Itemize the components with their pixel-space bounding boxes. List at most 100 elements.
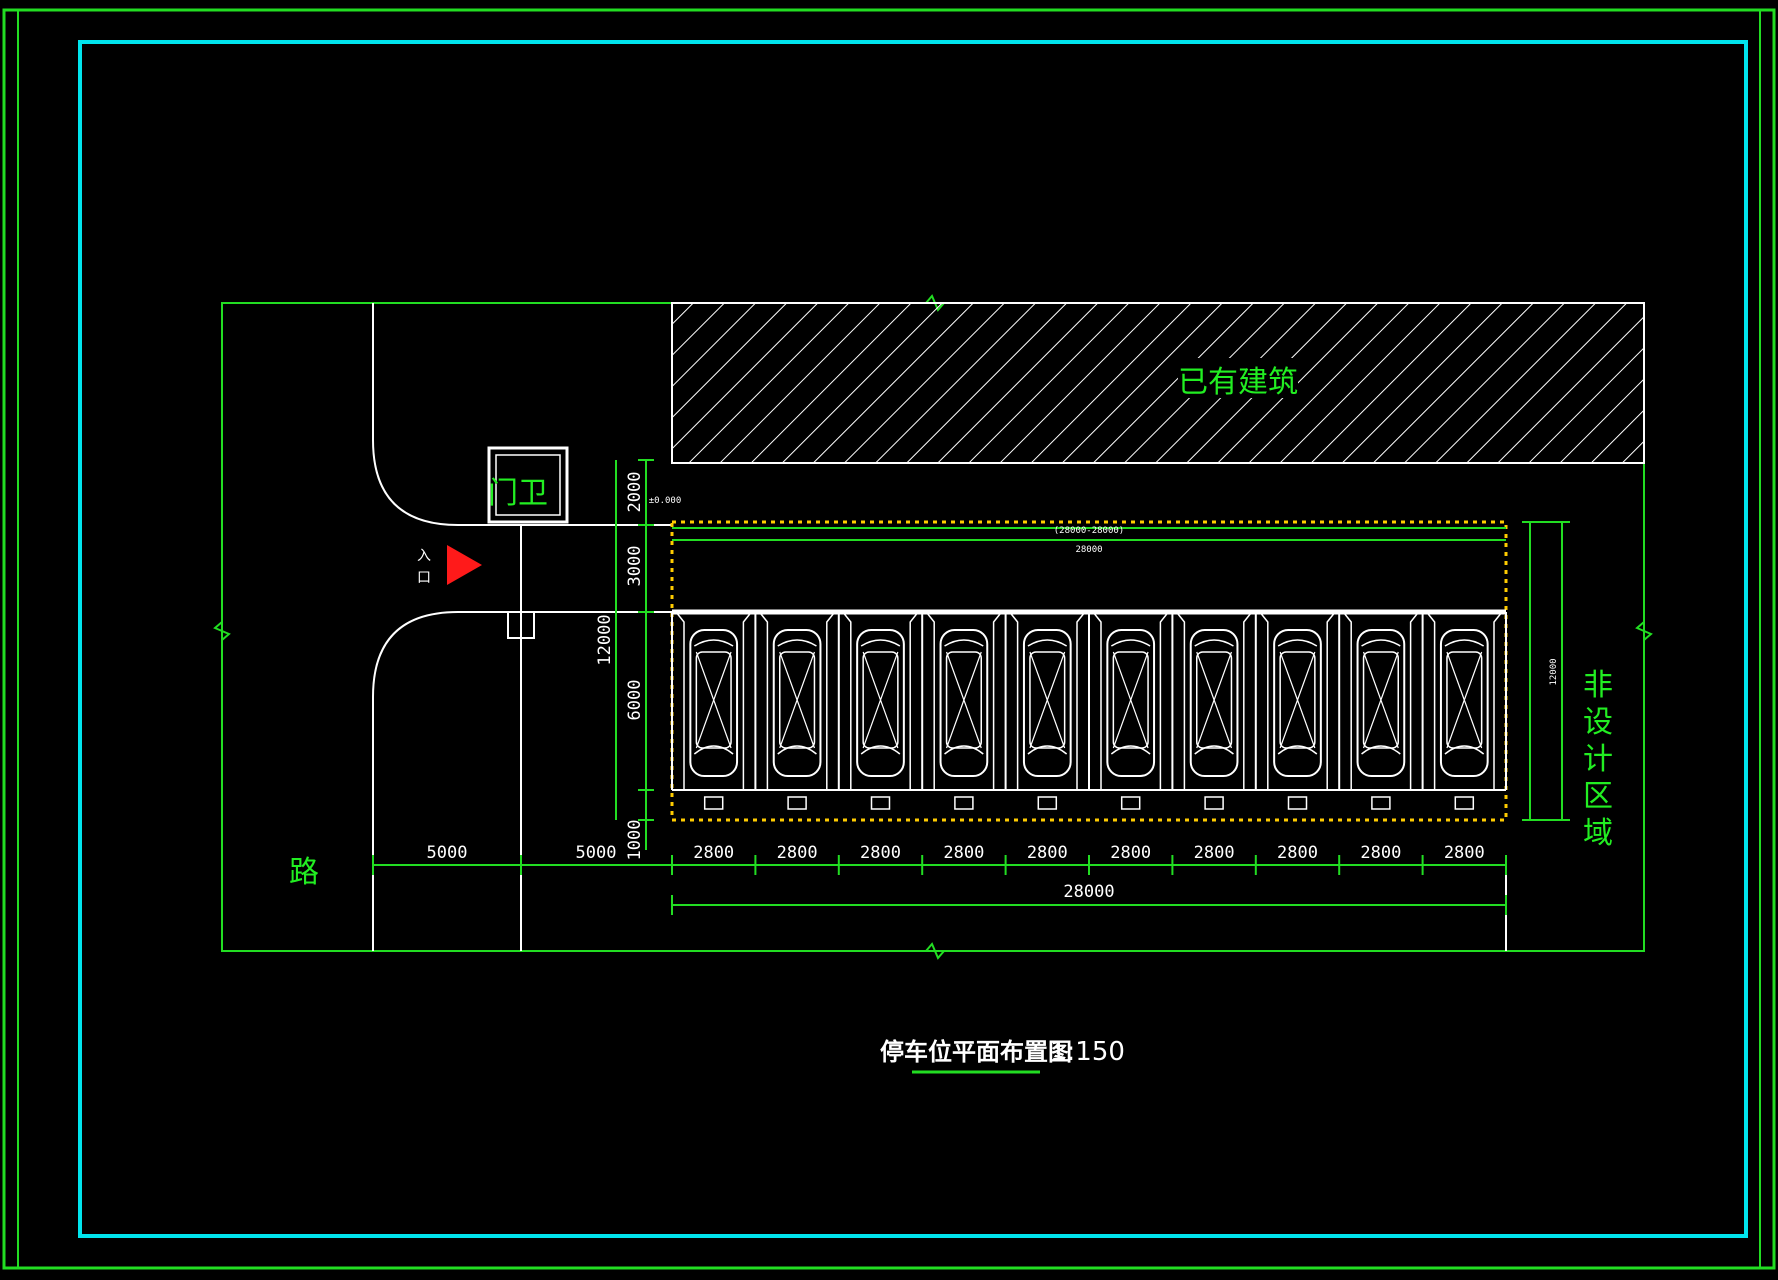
bay-control-box (1120, 796, 1141, 810)
dimensions (373, 460, 1563, 906)
bay-support (992, 611, 1003, 790)
parking-bay (1254, 611, 1336, 810)
bay-control-box (1454, 796, 1475, 810)
bay-support (1243, 611, 1253, 790)
title-block: 停车位平面布置图 1:150 (880, 1037, 1125, 1074)
bay-support (1092, 611, 1102, 790)
bay-support (758, 611, 769, 790)
bay-support (1326, 611, 1336, 790)
parking-bay (1004, 611, 1086, 810)
existing-building-label: 已有建筑 (1178, 365, 1298, 400)
drawing-scale: 1:150 (1050, 1037, 1125, 1067)
guard-house-label: 门卫 (488, 476, 548, 511)
entrance: 入 口 (417, 545, 482, 586)
dim-bay-width: 2800 (777, 843, 818, 863)
car-icon (1022, 629, 1072, 777)
parking-bay (1421, 611, 1503, 810)
road-edge-top (372, 303, 672, 526)
entrance-arrow-icon (447, 545, 482, 585)
dim-bay-width: 2800 (1110, 843, 1151, 863)
dim-bay-width: 2800 (1360, 843, 1401, 863)
parking-bay (837, 611, 919, 810)
inner-frame (78, 40, 1748, 1238)
svg-text:域: 域 (1583, 816, 1613, 851)
dim-top-detail: (28000-28000) (1054, 526, 1124, 536)
bay-control-box (954, 796, 974, 810)
car-icon (772, 629, 822, 777)
parking-bays (671, 609, 1507, 810)
drawing-title: 停车位平面布置图 (880, 1038, 1072, 1066)
svg-text:非: 非 (1583, 668, 1613, 703)
bay-support (742, 611, 752, 790)
bay-control-box (1371, 796, 1391, 810)
dim-vertical-4: 1000 (625, 820, 645, 861)
parking-bay (754, 611, 836, 810)
bay-support (1493, 611, 1503, 790)
dimension-texts: 5000 5000 2800 2800 2800 2800 2800 2800 2800 28… (427, 472, 1559, 902)
bay-support (1409, 611, 1420, 790)
bay-support (925, 611, 935, 790)
bay-support (1009, 611, 1019, 790)
bay-support (1342, 611, 1352, 790)
bay-control-box (703, 796, 724, 810)
car-icon (1106, 629, 1156, 777)
car-icon (856, 629, 905, 777)
bay-support (1076, 611, 1086, 790)
bay-control-box (1204, 796, 1224, 810)
bay-support (909, 611, 919, 790)
outer-frame (2, 8, 1776, 1270)
dim-road-1: 5000 (427, 843, 468, 863)
bay-control-box (787, 796, 807, 810)
parking-bay (1338, 611, 1420, 810)
bay-support (1426, 611, 1436, 790)
car-icon (1356, 629, 1406, 777)
dim-bay-width: 2800 (943, 843, 984, 863)
dim-bay-width: 2800 (1444, 843, 1485, 863)
guard-house: 门卫 (487, 446, 569, 524)
dim-vertical-outer: 12000 (595, 614, 615, 665)
parking-bay (921, 611, 1003, 810)
drawing-frame (2, 8, 1776, 1270)
svg-text:区: 区 (1583, 779, 1613, 814)
bay-support (842, 611, 852, 790)
parking-bay (671, 611, 752, 810)
dim-vertical-1: 2000 (625, 472, 645, 513)
dim-road-2: 5000 (576, 843, 617, 863)
dim-top-total: 28000 (1075, 545, 1102, 555)
bay-control-box (1287, 796, 1308, 810)
dim-bay-width: 2800 (860, 843, 901, 863)
bay-support (675, 611, 685, 790)
bay-support (826, 611, 836, 790)
svg-text:计: 计 (1583, 742, 1613, 777)
non-design-area-label: 非 设 计 区 域 (1583, 668, 1613, 851)
svg-text:设: 设 (1583, 705, 1613, 740)
parking-bay (1171, 611, 1253, 810)
dim-bay-width: 2800 (693, 843, 734, 863)
existing-building: 已有建筑 (671, 302, 1645, 464)
dim-bay-width: 2800 (1194, 843, 1235, 863)
road-label: 路 (289, 855, 319, 890)
dim-right-total: 12000 (1549, 658, 1559, 685)
dim-small-left: ±0.000 (649, 496, 682, 506)
bay-control-box (1037, 796, 1058, 810)
car-icon (1273, 629, 1322, 777)
bay-control-box (870, 796, 891, 810)
car-icon (1439, 629, 1489, 777)
parking-bay (1088, 611, 1169, 810)
road-edge-bottom (372, 611, 672, 951)
bay-support (1259, 611, 1269, 790)
car-icon (939, 629, 989, 777)
entrance-label-2: 口 (417, 570, 431, 586)
dim-vertical-2: 3000 (625, 546, 645, 587)
dimension-ticks (372, 459, 1570, 915)
bay-support (1175, 611, 1186, 790)
car-icon (1189, 629, 1239, 777)
bay-support (1159, 611, 1169, 790)
gate-post (507, 611, 535, 639)
entrance-label-1: 入 (417, 548, 431, 564)
dim-vertical-3: 6000 (625, 680, 645, 721)
dim-bay-width: 2800 (1027, 843, 1068, 863)
car-icon (689, 629, 739, 777)
